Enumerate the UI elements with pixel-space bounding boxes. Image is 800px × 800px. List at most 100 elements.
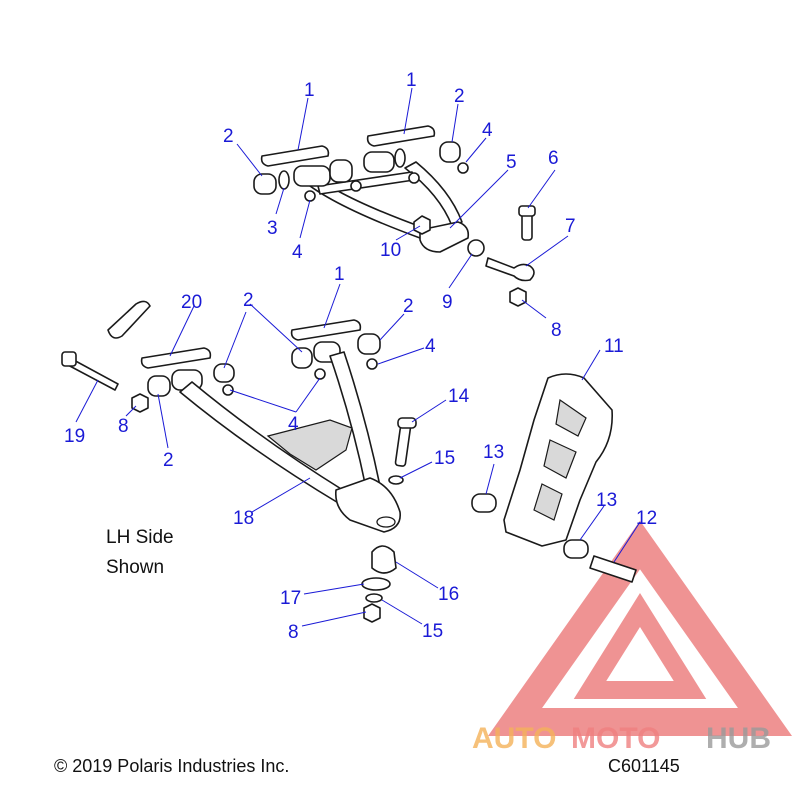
callout-1-lower: 1 (334, 264, 345, 285)
callout-5: 5 (506, 152, 517, 173)
tie-rod-end (485, 257, 535, 282)
grease-fitting-lower-c (366, 358, 378, 370)
upper-a-arm-tube-rear (404, 161, 463, 227)
sleeve-upper-right (439, 141, 461, 163)
callout-9: 9 (442, 292, 453, 313)
callout-4-upper-left: 4 (292, 242, 303, 263)
watermark-word-moto: MOTO (571, 722, 660, 755)
sleeve-upper-left (253, 173, 277, 195)
long-bolt-head (61, 351, 77, 367)
callout-11: 11 (604, 336, 624, 357)
watermark-logo (487, 520, 793, 736)
callout-8-lower-left: 8 (118, 416, 129, 437)
sleeve-lower-left (147, 375, 171, 397)
sleeve-lower-mid (213, 363, 235, 383)
spindle-bushing-left (471, 493, 497, 513)
side-note: LH Side Shown (106, 523, 174, 583)
bracket-link-20 (107, 300, 151, 339)
grease-fitting-upper-d (408, 172, 420, 184)
bushing-upper-right (363, 151, 395, 173)
nut-upper-arm (413, 215, 431, 235)
callout-10: 10 (380, 240, 401, 261)
bolt-tie-rod-head (518, 205, 536, 217)
bolt-shock-head (397, 417, 417, 429)
upper-a-arm-group (253, 125, 536, 307)
watermark-word-auto: AUTO (472, 722, 556, 755)
callout-15-ball-joint: 15 (422, 621, 443, 642)
pivot-pin-lower-left (140, 347, 212, 369)
callout-2-lower-right: 2 (403, 296, 414, 317)
callout-14: 14 (448, 386, 470, 407)
lower-ball-joint-mount (334, 477, 401, 533)
snap-ring (361, 577, 391, 591)
callout-19: 19 (64, 426, 85, 447)
bushing-upper-left-b (329, 159, 353, 183)
sleeve-lower-right-a (291, 347, 313, 369)
spindle-bracket-window-a (555, 398, 587, 437)
lower-a-arm-tube-rear (329, 351, 381, 489)
callout-8-ball-joint: 8 (288, 622, 299, 643)
watermark-inner-arrow-icon (573, 593, 707, 699)
callout-13-left: 13 (483, 442, 504, 463)
thrust-washer-upper-left (278, 170, 290, 190)
lower-a-arm-gusset (266, 419, 353, 471)
sleeve-lower-right-b (357, 333, 381, 355)
callout-8-tie-rod: 8 (551, 320, 562, 341)
bushing-tie-rod (467, 239, 485, 257)
grease-fitting-upper-a (304, 190, 316, 202)
callout-1-upper-right: 1 (406, 70, 417, 91)
callout-12: 12 (636, 508, 657, 529)
callout-16: 16 (438, 584, 459, 605)
side-note-line-1: LH Side (106, 527, 174, 548)
nut-lower-left (131, 393, 149, 413)
callout-4-lower-left: 4 (288, 414, 299, 435)
callout-2-upper-right: 2 (454, 86, 465, 107)
spindle-pin (589, 555, 637, 583)
callout-labels: 1 1 2 2 3 4 4 5 6 7 10 9 8 1 2 2 20 4 4 … (64, 70, 657, 643)
callout-20: 20 (181, 292, 202, 313)
watermark-word-hub: HUB (706, 722, 771, 755)
bolt-shock (394, 423, 412, 467)
spindle-bushing-right (563, 539, 589, 559)
lower-mount-hole (376, 516, 396, 528)
side-note-line-2: Shown (106, 557, 165, 578)
callout-4-lower-right: 4 (425, 336, 436, 357)
lower-a-arm-group (61, 300, 417, 623)
callout-17: 17 (280, 588, 301, 609)
leader-lines (75, 87, 641, 627)
spindle-bracket-window-c (533, 483, 563, 521)
callout-18: 18 (233, 508, 254, 529)
grease-fitting-lower-b (314, 368, 326, 380)
spindle-bracket-window-b (543, 439, 577, 479)
washer-ball-joint (365, 593, 383, 603)
callout-13-right: 13 (596, 490, 617, 511)
pivot-pin-upper-right (366, 125, 436, 147)
callout-4-upper-right: 4 (482, 120, 493, 141)
callout-2-lower-mid: 2 (243, 290, 254, 311)
washer-shock (388, 475, 404, 485)
upper-ball-joint-mount (419, 221, 470, 253)
ball-joint (371, 545, 397, 574)
callout-2-upper-left: 2 (223, 126, 234, 147)
callout-1-upper-left: 1 (304, 80, 315, 101)
callout-7: 7 (565, 216, 576, 237)
nut-tie-rod (509, 287, 527, 307)
callout-2-lower-left: 2 (163, 450, 174, 471)
nut-ball-joint (363, 603, 381, 623)
watermark-triangle-icon (487, 520, 793, 736)
bushing-upper-left (293, 165, 331, 187)
figure-code: C601145 (608, 756, 680, 776)
grease-fitting-upper-b (457, 162, 469, 174)
thrust-washer-upper-right (394, 148, 406, 168)
callout-6: 6 (548, 148, 559, 169)
pivot-pin-lower-right (290, 319, 362, 341)
watermark-wordmark: AUTO MOTO HUB (472, 722, 771, 755)
grease-fitting-upper-c (350, 180, 362, 192)
callout-3: 3 (267, 218, 278, 239)
pivot-pin-upper-left (260, 145, 330, 167)
grease-fitting-lower-a (222, 384, 234, 396)
callout-15-shock: 15 (434, 448, 455, 469)
copyright-text: © 2019 Polaris Industries Inc. (54, 756, 290, 776)
spindle-bracket-group (471, 373, 637, 583)
